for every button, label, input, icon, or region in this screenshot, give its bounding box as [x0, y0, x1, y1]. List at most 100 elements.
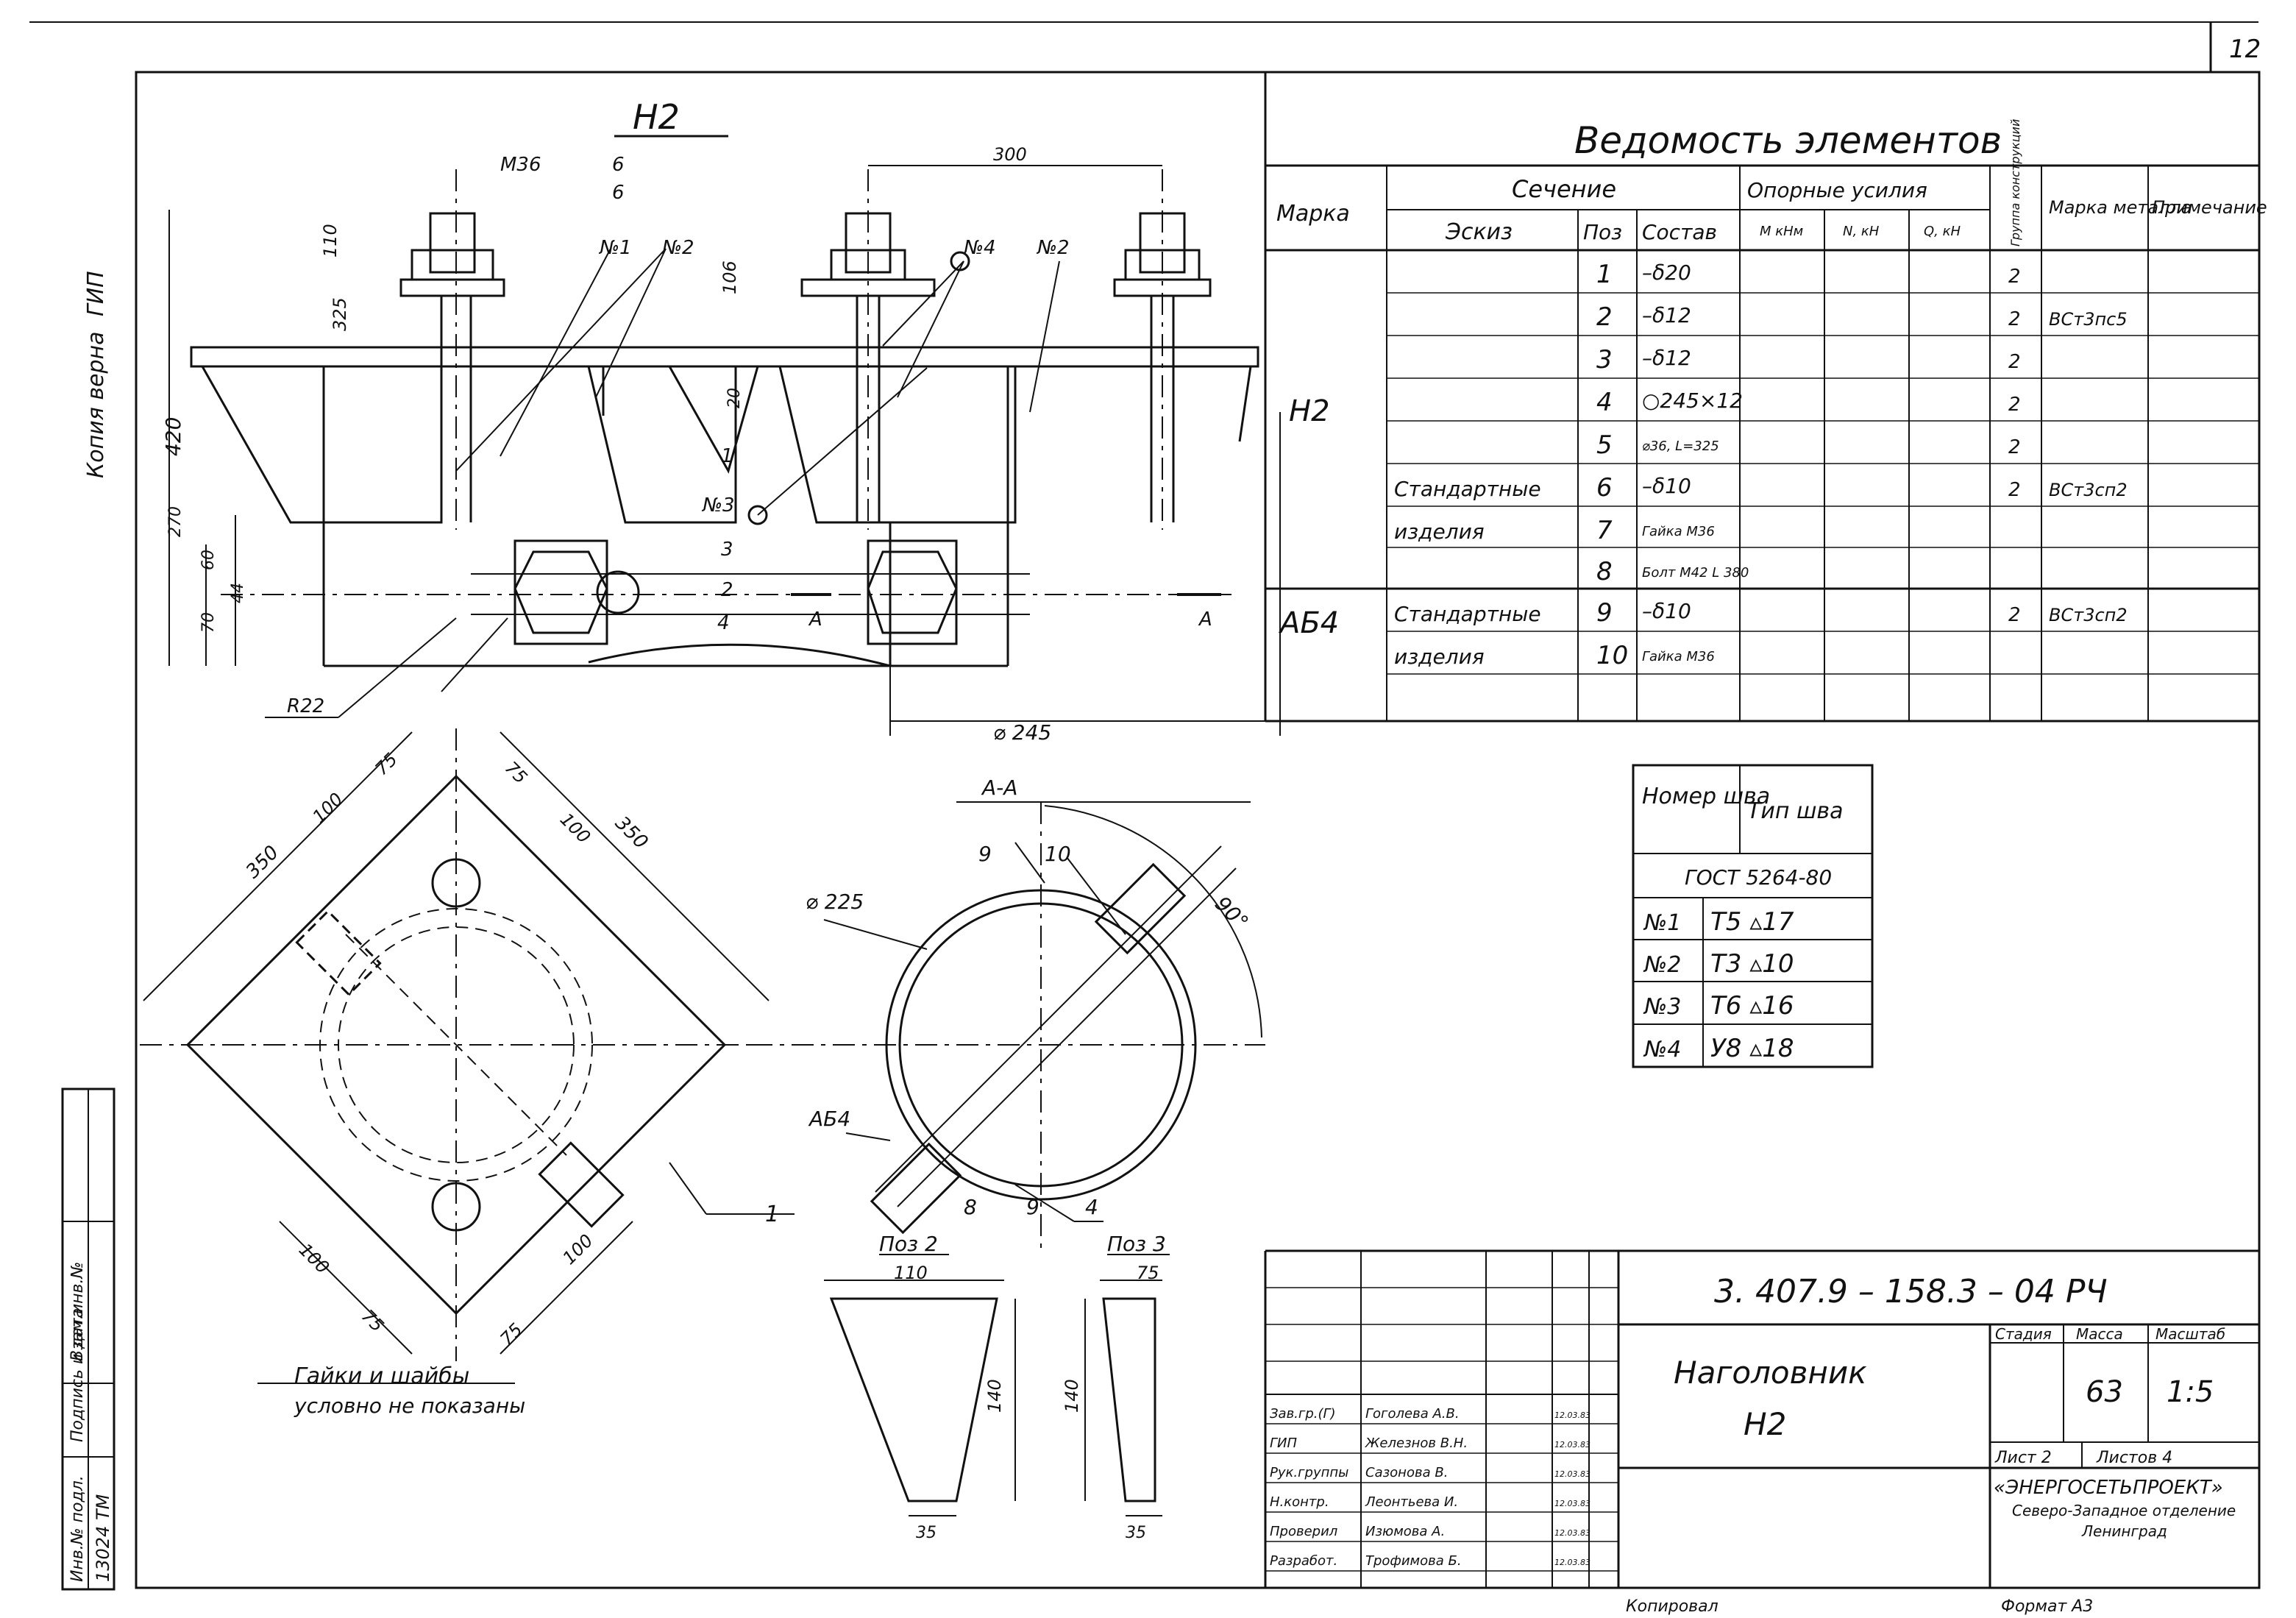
weld-gost: ГОСТ 5264-80 — [1685, 865, 1832, 890]
hdr-support: Опорные усилия — [1747, 178, 1927, 202]
row-pos: 5 — [1596, 430, 1613, 460]
copy-label: Копия верна — [83, 331, 109, 478]
dim-100c: 100 — [295, 1239, 333, 1277]
hdr-group: Группа конструкций — [2008, 119, 2022, 246]
dim-m36: М36 — [500, 154, 541, 176]
hdr-n: N, кН — [1843, 224, 1880, 239]
dim-106: 106 — [719, 260, 740, 294]
row-group: 2 — [2008, 436, 2021, 458]
weld-hdr-no: Номер шва — [1642, 784, 1770, 809]
dim-110: 110 — [320, 224, 341, 258]
dim-75a: 75 — [371, 749, 401, 779]
note-line2: условно не показаны — [294, 1394, 525, 1418]
hdr-sketch: Эскиз — [1445, 219, 1513, 245]
sig-name: Железнов В.Н. — [1365, 1436, 1468, 1451]
org-line2: Северо-Западное отделение — [2012, 1502, 2236, 1519]
format-label: Формат А3 — [2001, 1597, 2093, 1616]
mass-label: Масса — [2076, 1325, 2123, 1343]
dim-p140a: 140 — [984, 1379, 1005, 1413]
sig-role: Проверил — [1270, 1524, 1337, 1539]
callout-pos8: 8 — [964, 1195, 977, 1219]
hdr-marka: Марка — [1276, 201, 1350, 227]
hdr-q: Q, кН — [1924, 224, 1961, 239]
row-composition: –δ12 — [1642, 303, 1691, 327]
note-line1: Гайки и шайбы — [294, 1363, 469, 1389]
sig-name: Сазонова В. — [1365, 1465, 1448, 1480]
row-composition: ○245×12 — [1642, 388, 1743, 413]
hdr-note: Примечание — [2152, 197, 2267, 218]
row-group: 2 — [2008, 479, 2021, 501]
hdr-composition: Состав — [1642, 220, 1717, 244]
sig-role: Н.контр. — [1270, 1494, 1329, 1510]
row-metal: ВСт3пс5 — [2049, 309, 2128, 330]
row-composition: Гайка М36 — [1642, 649, 1715, 664]
row-composition: ⌀36, L=325 — [1642, 439, 1719, 454]
section-aa-title: А-А — [981, 776, 1017, 800]
callout-pos1b: 1 — [765, 1202, 779, 1227]
dim-270: 270 — [166, 506, 185, 537]
mark-h2: Н2 — [1289, 394, 1330, 428]
row-group: 2 — [2008, 394, 2021, 416]
sig-name: Изюмова А. — [1365, 1524, 1445, 1539]
elements-table-title: Ведомость элементов — [1574, 119, 2002, 162]
hdr-section: Сечение — [1512, 175, 1616, 203]
dim-44: 44 — [229, 583, 247, 603]
sig-date: 12.03.83 — [1554, 1411, 1591, 1420]
view-title: Н2 — [633, 97, 680, 137]
weld-type: Т6 ▵16 — [1710, 991, 1794, 1021]
row-sketch: Стандартные — [1394, 477, 1541, 501]
inv-no-label: Инв.№ подл. — [68, 1475, 87, 1582]
sig-name: Леонтьева И. — [1365, 1494, 1458, 1510]
title-name-1: Наголовник — [1674, 1355, 1867, 1391]
copied-label: Копировал — [1626, 1597, 1719, 1616]
mass-value: 63 — [2086, 1375, 2123, 1409]
elements-table — [1264, 72, 2259, 723]
dim-60: 60 — [199, 550, 218, 570]
callout-n4: №4 — [962, 237, 996, 259]
dim-75b: 75 — [501, 757, 531, 787]
sig-role: Рук.группы — [1270, 1465, 1348, 1480]
callout-n3: №3 — [701, 494, 735, 517]
dim-75c: 75 — [358, 1305, 388, 1335]
inv-value: 13024 ТМ — [93, 1494, 113, 1582]
drawing-frame — [135, 71, 2261, 1589]
plan-view — [140, 728, 795, 1384]
callout-pos10: 10 — [1045, 842, 1071, 866]
scale-value: 1:5 — [2167, 1375, 2214, 1409]
dim-p75: 75 — [1137, 1263, 1159, 1283]
row-metal: ВСт3сп2 — [2049, 480, 2128, 500]
dim-350a: 350 — [242, 842, 283, 883]
sig-role: Разработ. — [1270, 1553, 1337, 1569]
dim-350b: 350 — [611, 812, 652, 854]
weld-no: №3 — [1643, 994, 1681, 1020]
row-metal: ВСт3сп2 — [2049, 605, 2128, 625]
row-sketch: Стандартные — [1394, 602, 1541, 626]
mark-ab4: АБ4 — [1278, 606, 1339, 640]
sig-role: Зав.гр.(Г) — [1270, 1406, 1336, 1422]
dim-frac-bottom: 6 — [612, 182, 625, 204]
callout-pos1: 1 — [721, 445, 733, 467]
sig-date: 12.03.83 — [1554, 1499, 1591, 1508]
row-group: 2 — [2008, 604, 2021, 626]
row-pos: 7 — [1596, 516, 1613, 545]
sig-date: 12.03.83 — [1554, 1469, 1591, 1479]
dim-p35a: 35 — [916, 1524, 936, 1542]
row-pos: 10 — [1596, 641, 1628, 670]
dim-420: 420 — [161, 417, 185, 456]
callout-pos4b: 4 — [1085, 1195, 1098, 1219]
inv-replace-label: Взам.инв.№ — [68, 1262, 87, 1361]
sig-date: 12.03.83 — [1554, 1440, 1591, 1450]
row-group: 2 — [2008, 351, 2021, 373]
weld-type: У8 ▵18 — [1710, 1034, 1794, 1063]
dim-p35b: 35 — [1126, 1524, 1146, 1542]
sheet-label: Лист 2 — [1994, 1449, 2052, 1467]
callout-pos9b: 9 — [1026, 1195, 1039, 1219]
doc-code: 3. 407.9 – 158.3 – 04 РЧ — [1714, 1273, 2108, 1310]
section-a-left: А — [808, 608, 822, 631]
sheets-label: Листов 4 — [2096, 1449, 2172, 1467]
scale-label: Масштаб — [2155, 1325, 2225, 1343]
title-name-2: Н2 — [1744, 1406, 1786, 1442]
row-composition: –δ10 — [1642, 599, 1691, 623]
